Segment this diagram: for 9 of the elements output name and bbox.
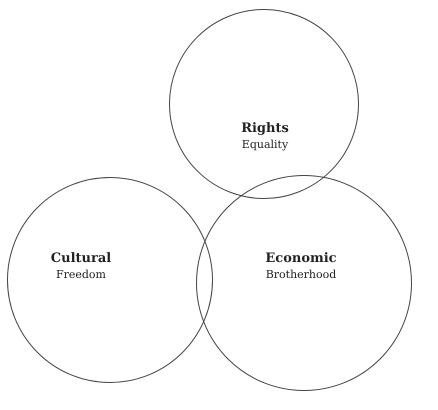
circle-title: Rights bbox=[240, 121, 290, 137]
venn-circle bbox=[169, 9, 359, 199]
venn-circle bbox=[196, 175, 412, 391]
circle-subtitle: Freedom bbox=[54, 267, 107, 283]
circle-title: Cultural bbox=[50, 251, 112, 267]
circle-subtitle: Equality bbox=[240, 137, 290, 153]
circle-title: Economic bbox=[264, 251, 338, 267]
circle-subtitle: Brotherhood bbox=[264, 267, 338, 283]
venn-circle bbox=[7, 177, 213, 383]
